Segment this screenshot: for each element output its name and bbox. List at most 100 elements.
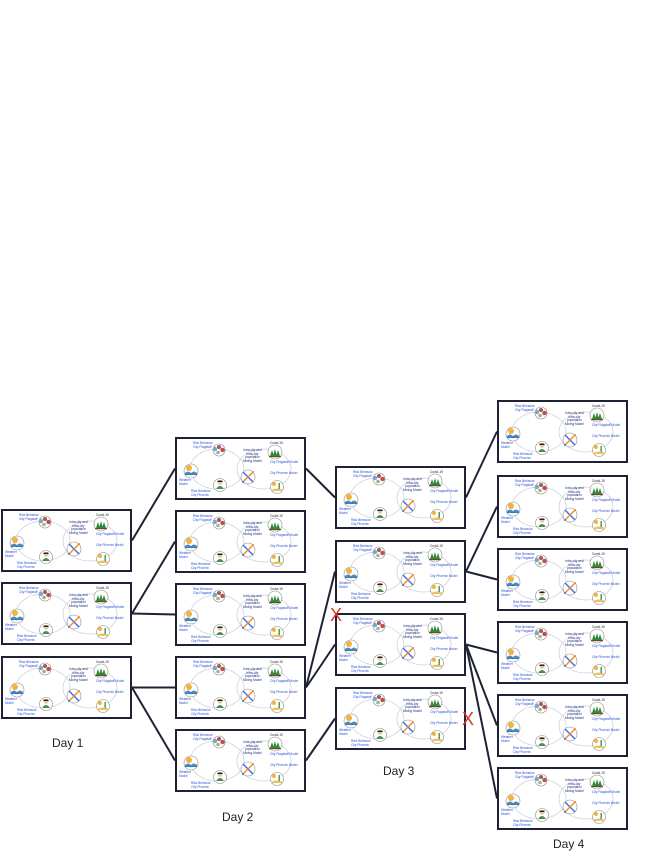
phoenix-model-label: City Phoenix Model [592,434,620,438]
virus-icon [534,700,548,714]
model-card-day2-1: Risk Behavior City Flagstaff Weather Mod… [175,437,306,500]
weather-model-label: Weather Model [501,589,513,597]
covid-icon-label: Covid-19 [592,479,605,483]
mixing-icon [400,645,416,661]
person-icon [535,589,549,603]
desert-icon [270,699,284,713]
risk-phoenix-label: Risk Behavior City Phoenix [513,746,533,754]
desert-icon [592,518,606,532]
flagstaff-model-label: City Flagstaff Model [592,423,621,427]
weather-model-label: Weather Model [501,516,513,524]
flagstaff-model-label: City Flagstaff Model [96,532,125,536]
card-artwork [343,693,452,744]
weather-model-label: Weather Model [339,654,351,662]
phoenix-model-label: City Phoenix Model [96,616,124,620]
flagstaff-model-label: City Flagstaff Model [592,790,621,794]
risk-phoenix-label: Risk Behavior City Phoenix [191,635,211,643]
weather-icon [183,536,199,552]
mixing-icon [562,799,578,815]
covid-icon-label: Covid-19 [96,586,109,590]
person-icon [535,735,549,749]
mixing-model-label: Intra-city and intra-city population Mix… [565,632,584,647]
mixing-icon [562,432,578,448]
person-icon [213,478,227,492]
person-icon [213,697,227,711]
forest-icon [589,407,605,423]
tree-edge [465,643,498,654]
mixing-model-label: Intra-city and intra-city population Mix… [69,593,88,608]
mixing-icon [240,615,256,631]
mixing-icon [240,688,256,704]
covid-icon-label: Covid-19 [96,513,109,517]
risk-flagstaff-label: Risk Behavior City Flagstaff [19,513,39,521]
risk-phoenix-label: Risk Behavior City Phoenix [351,518,371,526]
mixing-icon [562,726,578,742]
flagstaff-model-label: City Flagstaff Model [430,563,459,567]
flagstaff-model-label: City Flagstaff Model [592,571,621,575]
risk-phoenix-label: Risk Behavior City Phoenix [513,819,533,827]
desert-icon [592,737,606,751]
weather-icon [9,535,25,551]
covid-icon-label: Covid-19 [430,691,443,695]
model-card-day1-3: Risk Behavior City Flagstaff Weather Mod… [1,656,132,719]
phoenix-model-label: City Phoenix Model [270,763,298,767]
desert-icon [270,772,284,786]
model-card-day4-6: Risk Behavior City Flagstaff Weather Mod… [497,767,628,830]
card-artwork [9,515,118,566]
day-1-label: Day 1 [52,736,84,750]
mixing-model-label: Intra-city and intra-city population Mix… [403,551,422,566]
mixing-model-label: Intra-city and intra-city population Mix… [69,520,88,535]
risk-flagstaff-label: Risk Behavior City Flagstaff [353,470,373,478]
day-2-label: Day 2 [222,810,254,824]
flagstaff-model-label: City Flagstaff Model [430,636,459,640]
desert-icon [270,553,284,567]
card-artwork [183,735,292,786]
mixing-model-label: Intra-city and intra-city population Mix… [243,448,262,463]
pruned-x-mark: X [330,605,343,625]
day-3-label: Day 3 [383,764,415,778]
desert-icon [430,656,444,670]
tree-edge [131,467,176,542]
desert-icon [430,509,444,523]
virus-icon [534,773,548,787]
card-artwork [505,627,614,678]
mixing-model-label: Intra-city and intra-city population Mix… [403,624,422,639]
tree-edge [465,431,498,498]
weather-icon [9,682,25,698]
card-artwork [183,443,292,494]
risk-phoenix-label: Risk Behavior City Phoenix [513,527,533,535]
mixing-model-label: Intra-city and intra-city population Mix… [565,411,584,426]
forest-icon [93,516,109,532]
covid-icon-label: Covid-19 [430,544,443,548]
weather-icon [505,793,521,809]
mixing-icon [66,541,82,557]
forest-icon [589,774,605,790]
person-icon [535,441,549,455]
weather-icon [505,501,521,517]
mixing-model-label: Intra-city and intra-city population Mix… [565,559,584,574]
risk-phoenix-label: Risk Behavior City Phoenix [191,781,211,789]
desert-icon [96,552,110,566]
model-card-day1-2: Risk Behavior City Flagstaff Weather Mod… [1,582,132,645]
weather-icon [183,463,199,479]
forest-icon [427,547,443,563]
flagstaff-model-label: City Flagstaff Model [592,498,621,502]
virus-icon [534,406,548,420]
tree-edge [305,643,336,689]
person-icon [39,550,53,564]
forest-icon [427,694,443,710]
covid-icon-label: Covid-19 [592,698,605,702]
virus-icon [38,515,52,529]
flagstaff-model-label: City Flagstaff Model [592,717,621,721]
flagstaff-model-label: City Flagstaff Model [96,605,125,609]
desert-icon [592,591,606,605]
model-card-day2-3: Risk Behavior City Flagstaff Weather Mod… [175,583,306,646]
mixing-icon [66,688,82,704]
card-artwork [9,662,118,713]
virus-icon [212,589,226,603]
mixing-model-label: Intra-city and intra-city population Mix… [243,521,262,536]
virus-icon [534,481,548,495]
mixing-icon [562,507,578,523]
risk-flagstaff-label: Risk Behavior City Flagstaff [515,552,535,560]
